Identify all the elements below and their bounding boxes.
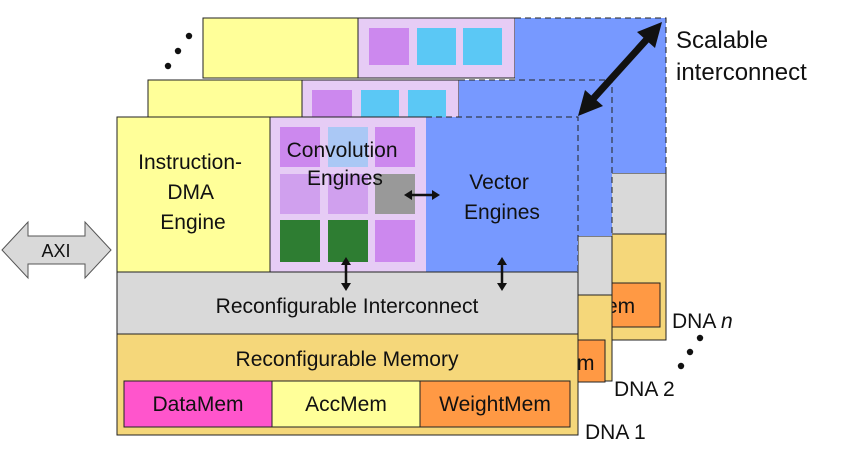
vector-interconnect-arrowhead-down: [497, 283, 507, 291]
instruction-dma-engine-block: [116, 116, 274, 273]
dna-n-instruction-block: [202, 17, 364, 79]
scalable-interconnect-arrowhead-top: [637, 22, 662, 48]
scalable-interconnect-label: Scalable interconnect: [676, 27, 807, 86]
reconfigurable-interconnect-label: Reconfigurable Interconnect: [216, 295, 479, 318]
vector-line-1: Vector: [469, 171, 529, 194]
dna-1-label: DNA 1: [585, 421, 646, 444]
dna-n-conv-cell-2: [417, 28, 456, 65]
dna-n-label-var: n: [721, 310, 733, 333]
scalable-interconnect-line-1: Scalable: [676, 27, 768, 54]
dna-n-weightmem-fragment: em: [606, 295, 635, 318]
dna-n-conv-cell-1: [369, 28, 409, 65]
instruction-dma-line-3: Engine: [160, 211, 225, 234]
conv-interconnect-arrowhead-up: [341, 257, 351, 265]
conv-grid-cell-r2c1: [280, 174, 320, 214]
convolution-engines-label: Convolution Engines: [287, 139, 404, 190]
reconfigurable-memory-label: Reconfigurable Memory: [236, 348, 459, 371]
conv-interconnect-arrowhead-down: [341, 283, 351, 291]
scalable-interconnect-arrow: [589, 35, 651, 103]
conv-grid-cell-r3c1: [280, 220, 320, 262]
weightmem-label: WeightMem: [439, 393, 551, 416]
conv-vector-arrowhead-right: [432, 190, 440, 200]
accmem-block: [271, 380, 421, 428]
conv-grid-cell-r1c1: [280, 127, 320, 167]
top-ellipsis-dots: [164, 32, 193, 70]
datamem-label: DataMem: [152, 393, 243, 416]
vector-interconnect-arrowhead-up: [497, 257, 507, 265]
dna-n-dashed-outline: [515, 17, 667, 173]
dna-n-label-prefix: DNA: [672, 310, 721, 333]
scalable-interconnect-arrowhead-bottom: [578, 90, 603, 116]
instruction-dma-engine-label: Instruction- DMA Engine: [138, 151, 248, 234]
dna-n-conv-cell-3: [463, 28, 502, 65]
dna-n-layer: em: [202, 17, 667, 341]
convolution-line-2: Engines: [307, 167, 383, 190]
convolution-line-1: Convolution: [287, 139, 398, 162]
vector-engines-label: Vector Engines: [464, 171, 540, 224]
conv-grid-cell-r2c2: [328, 174, 368, 214]
dna-2-weightmem-fragment: m: [577, 352, 595, 375]
instruction-dma-line-2: DMA: [167, 181, 214, 204]
dna-2-conv-cell-3: [408, 90, 446, 118]
dna-2-conv-cell-2: [361, 90, 399, 118]
weightmem-block: [419, 380, 571, 428]
datamem-block: [123, 380, 273, 428]
dna-2-interconnect-block: [577, 235, 613, 296]
vector-engines-block: [426, 117, 578, 272]
vector-engines-dashed-outline: [426, 116, 579, 272]
conv-grid-cell-r1c2: [328, 127, 368, 167]
dna-1-layer: Instruction- DMA Engine Convolution Engi…: [116, 116, 579, 436]
conv-grid-cell-r1c3: [375, 127, 415, 167]
axi-double-arrow: [1, 220, 112, 280]
dna-2-conv-cell-1: [312, 90, 352, 118]
conv-vector-arrowhead-left: [404, 190, 412, 200]
conv-grid-cell-r3c2: [328, 220, 368, 262]
instruction-dma-line-1: Instruction-: [138, 151, 242, 174]
dna-n-interconnect-block: [607, 172, 667, 235]
scalable-interconnect-line-2: interconnect: [676, 59, 807, 86]
dna-n-label: DNA n: [672, 310, 733, 333]
conv-grid-cell-r3c3: [375, 220, 415, 262]
dna-2-instruction-block: [147, 79, 309, 121]
dna-2-weightmem-block: [577, 339, 606, 383]
axi-label: AXI: [41, 241, 70, 261]
vector-line-2: Engines: [464, 201, 540, 224]
dna-2-label: DNA 2: [614, 378, 675, 401]
right-ellipsis-dots: [677, 334, 704, 370]
dna-n-weightmem-block: [607, 282, 661, 328]
accmem-label: AccMem: [305, 393, 387, 416]
